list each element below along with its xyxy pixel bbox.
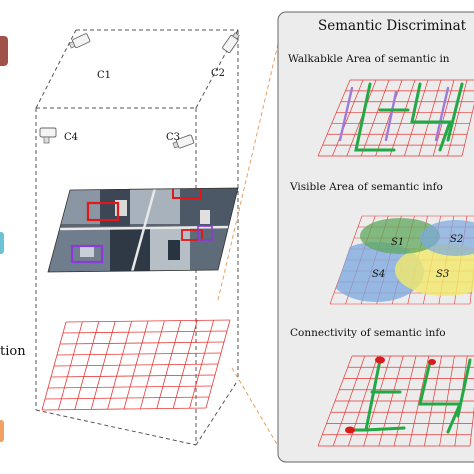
grid-line <box>59 341 225 345</box>
camera-icon <box>68 33 91 49</box>
left-tab-middle <box>0 232 4 254</box>
grid-line <box>44 396 210 400</box>
camera-icon <box>172 134 195 149</box>
region-label-s3: S3 <box>436 269 449 280</box>
camera-c3: C3 <box>166 132 195 149</box>
region-label-s4: S4 <box>372 269 385 280</box>
camera-label-c4: C4 <box>64 132 78 143</box>
grid-line <box>469 406 474 447</box>
camera-label-c3: C3 <box>166 132 180 143</box>
camera-label-c1: C1 <box>97 70 111 81</box>
ground-grid <box>41 319 231 411</box>
walkable-grid <box>317 79 474 157</box>
camera-label-c2: C2 <box>211 68 225 79</box>
grid-line <box>62 330 228 334</box>
connectivity-paths <box>348 358 472 434</box>
grid-line <box>317 79 351 157</box>
grid-line <box>65 319 231 323</box>
camera-c4: C4 <box>39 127 78 144</box>
camera-c1: C1 <box>68 33 111 81</box>
section-heading-visible: Visible Area of semantic info <box>289 181 443 193</box>
left-cut-label: tion <box>0 344 26 359</box>
section-heading-walkable: Walkabkle Area of semantic in <box>288 53 450 65</box>
camera-icon <box>39 127 57 144</box>
camera-c2: C2 <box>211 32 240 79</box>
grid-line <box>47 385 213 389</box>
grid-line <box>447 79 468 157</box>
grid-line <box>418 79 442 157</box>
grid-line <box>404 79 429 157</box>
camera-icon <box>222 32 240 54</box>
left-tab-top <box>0 36 8 66</box>
grid-line <box>360 79 390 157</box>
grid-line <box>332 79 364 157</box>
left-tab-bottom <box>0 420 4 442</box>
region-label-s2: S2 <box>450 234 463 245</box>
grid-line <box>375 79 403 157</box>
panel-connectors <box>217 43 279 447</box>
camera-frames-plane <box>47 187 239 273</box>
walkable-paths <box>338 82 464 152</box>
grid-line <box>50 374 216 378</box>
scene-box <box>35 29 239 446</box>
grid-line <box>56 352 222 356</box>
grid-line <box>461 103 474 157</box>
grid-line <box>41 407 207 411</box>
grid-line <box>53 363 219 367</box>
grid-line <box>432 79 455 157</box>
section-heading-connectivity: Connectivity of semantic info <box>290 327 446 339</box>
grid-line <box>389 79 416 157</box>
connectivity-nodes <box>345 356 436 434</box>
panel-title: Semantic Discriminat <box>318 18 467 34</box>
semantic-panel: Semantic Discriminat Walkabkle Area of s… <box>277 11 474 463</box>
visible-regions <box>330 218 474 302</box>
region-label-s1: S1 <box>391 237 404 248</box>
